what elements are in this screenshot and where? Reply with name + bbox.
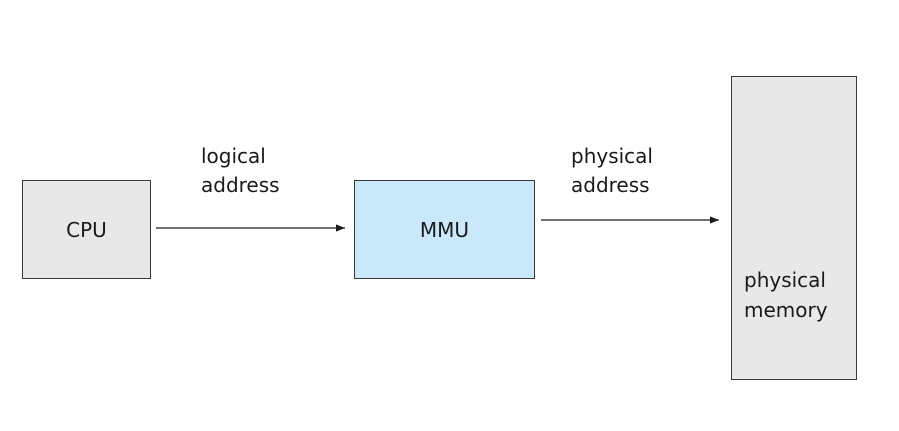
physical-address-label-line2: address [571,173,650,197]
physical-address-label: physical address [571,142,653,200]
cpu-node: CPU [22,180,151,279]
mmu-label: MMU [419,217,470,242]
physical-memory-label-line1: physical [744,268,826,292]
physical-address-label-line1: physical [571,144,653,168]
mmu-node: MMU [354,180,535,279]
logical-address-label-line2: address [201,173,280,197]
cpu-label: CPU [66,217,107,242]
logical-address-label: logical address [201,142,280,200]
physical-memory-label: physical memory [744,265,856,325]
logical-address-label-line1: logical [201,144,266,168]
physical-memory-label-line2: memory [744,298,828,322]
physical-memory-node: physical memory [731,76,857,380]
